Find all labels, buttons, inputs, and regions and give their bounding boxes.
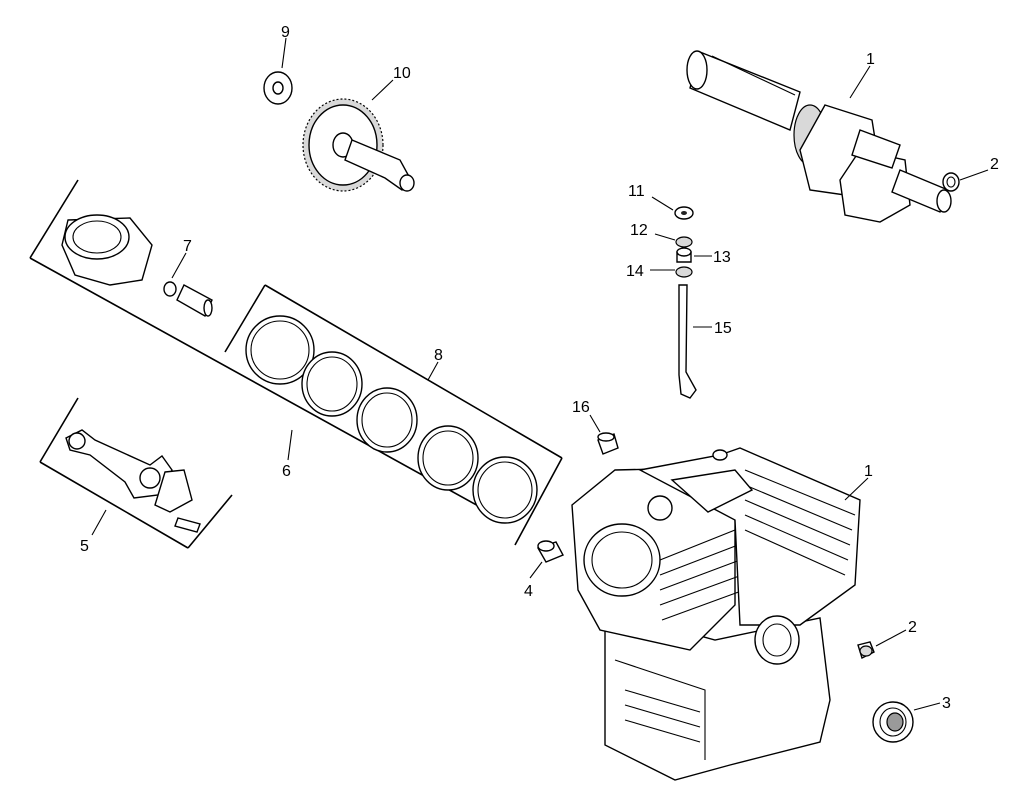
- washer-9: [263, 71, 293, 105]
- connecting-rod-frame: [39, 397, 233, 549]
- leader-lines: [91, 37, 989, 711]
- callout-15-pushrod: 15: [714, 320, 732, 337]
- callout-2-plug: 2: [908, 619, 917, 636]
- callout-7-piston-pin: 7: [183, 238, 192, 255]
- crankcase: [571, 447, 861, 781]
- callout-12: 12: [630, 222, 648, 239]
- callout-10-camshaft: 10: [393, 65, 411, 82]
- connecting-rod: [65, 429, 201, 533]
- callout-6-piston: 6: [282, 463, 291, 480]
- callout-9-washer: 9: [281, 24, 290, 41]
- callout-5-connecting-rod: 5: [80, 538, 89, 555]
- callout-2-seal: 2: [990, 156, 999, 173]
- piston-rings: [245, 315, 538, 524]
- callout-16-pin: 16: [572, 399, 590, 416]
- oil-seal-3: [872, 701, 914, 743]
- callout-4-dowel: 4: [524, 583, 533, 600]
- seal-2-top: [942, 172, 960, 192]
- callout-8-rings: 8: [434, 347, 443, 364]
- piston-pin: [163, 281, 213, 317]
- callout-3-oil-seal: 3: [942, 695, 951, 712]
- callout-14: 14: [626, 263, 644, 280]
- valve-lifter-parts: [674, 206, 697, 399]
- camshaft-gear: [302, 98, 415, 192]
- dowel-pin-16: [597, 432, 619, 455]
- piston: [61, 214, 153, 286]
- dowel-4: [536, 540, 564, 563]
- callout-11: 11: [628, 183, 645, 200]
- crankshaft: [686, 50, 952, 223]
- callout-13: 13: [713, 249, 731, 266]
- callout-1-crankcase: 1: [864, 463, 873, 480]
- plug-2: [857, 641, 875, 659]
- callout-labels: 1 2 9 10 11 12 13 14 15 7 8 6 5 16 1 4 2…: [80, 24, 999, 712]
- callout-1-crankshaft: 1: [866, 51, 875, 68]
